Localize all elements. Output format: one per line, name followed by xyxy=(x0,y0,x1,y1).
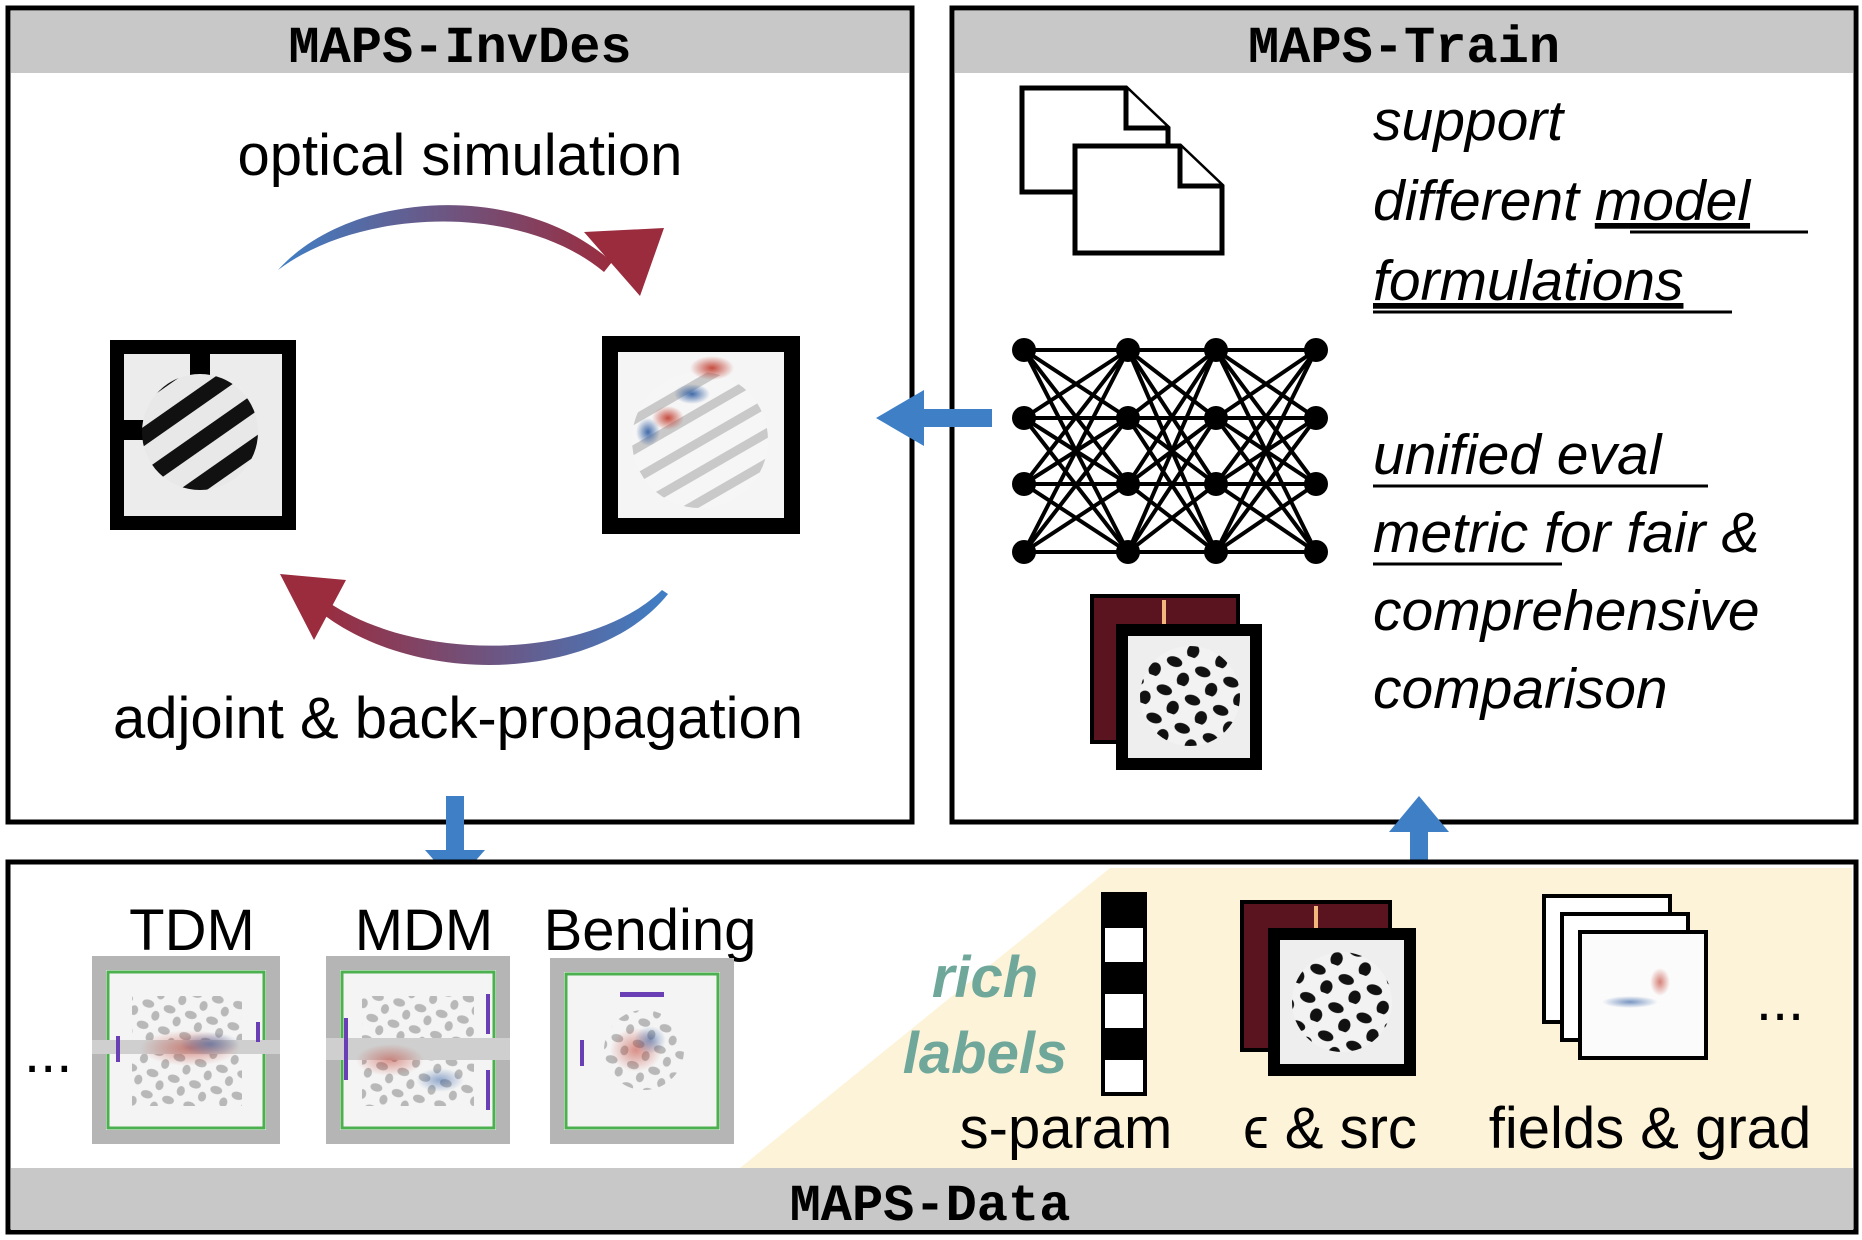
nn-edge xyxy=(1214,348,1318,486)
nn-node xyxy=(1204,338,1228,362)
invdes-title-bar xyxy=(11,11,909,73)
nn-node xyxy=(1012,338,1036,362)
train-to-invdes-arrow xyxy=(876,390,992,446)
invdes-panel: MAPS-InvDes optical simulation adjoint &… xyxy=(5,5,915,825)
label-item-eps-src: ϵ & src xyxy=(1243,1096,1417,1161)
nn-edge xyxy=(1022,348,1130,486)
nn-node xyxy=(1304,472,1328,496)
leading-ellipsis: ... xyxy=(24,1020,72,1085)
nn-node xyxy=(1116,406,1140,430)
neural-network-icon xyxy=(1012,338,1328,564)
forward-arrow-body xyxy=(278,205,612,272)
nn-node xyxy=(1204,406,1228,430)
rich-labels-line-1: rich xyxy=(932,945,1038,1010)
nn-node xyxy=(1012,540,1036,564)
nn-node xyxy=(1116,540,1140,564)
adjoint-caption: adjoint & back-propagation xyxy=(113,686,803,751)
nn-node xyxy=(1116,472,1140,496)
support-text: support different model formulations xyxy=(1373,89,1808,314)
support-line-1: support xyxy=(1373,89,1565,153)
nn-edge xyxy=(1126,349,1218,553)
data-title: MAPS-Data xyxy=(790,1177,1071,1236)
nn-edge xyxy=(1126,416,1218,554)
backward-arrow-head xyxy=(280,574,346,640)
nn-edge xyxy=(1126,482,1218,554)
eps-src-icon xyxy=(1240,900,1416,1076)
forward-arrow-head xyxy=(584,228,664,296)
nn-node xyxy=(1012,406,1036,430)
permittivity-source-icon xyxy=(1090,594,1262,770)
metric-text: unified eval metric for fair & comprehen… xyxy=(1373,423,1760,721)
device-label-bending: Bending xyxy=(544,898,757,963)
nn-edge xyxy=(1126,348,1218,420)
nn-node xyxy=(1304,406,1328,430)
nn-edge xyxy=(1022,349,1130,553)
optical-simulation-caption: optical simulation xyxy=(238,123,683,188)
backward-arrow-body xyxy=(320,590,668,665)
nn-edge xyxy=(1022,348,1130,420)
support-line-2: different model xyxy=(1373,169,1751,233)
device-layout-icon xyxy=(110,340,296,530)
support-line-3: formulations xyxy=(1373,249,1683,313)
nn-edge xyxy=(1022,482,1130,554)
metric-line-3: comprehensive xyxy=(1373,579,1760,643)
device-label-mdm: MDM xyxy=(355,898,494,963)
label-item-fields-grad: fields & grad xyxy=(1489,1096,1811,1161)
mdm-device-thumbnail xyxy=(326,956,510,1144)
document-stack-icon xyxy=(1019,85,1225,256)
data-panel: MAPS-Data ... TDM MDM Bending xyxy=(5,859,1859,1236)
metric-line-2: metric for fair & xyxy=(1373,501,1759,565)
nn-node xyxy=(1204,472,1228,496)
nn-edge xyxy=(1214,482,1318,554)
metric-line-4: comparison xyxy=(1373,657,1668,721)
bending-device-thumbnail xyxy=(550,958,734,1144)
nn-edge xyxy=(1126,348,1218,486)
device-label-tdm: TDM xyxy=(129,898,255,963)
train-panel: MAPS-Train support different model formu… xyxy=(949,5,1859,825)
invdes-title: MAPS-InvDes xyxy=(288,19,631,78)
metric-line-1: unified eval xyxy=(1373,423,1663,487)
nn-node xyxy=(1116,338,1140,362)
trailing-ellipsis: ... xyxy=(1756,968,1804,1033)
train-title-bar xyxy=(955,11,1853,73)
nn-node xyxy=(1304,338,1328,362)
data-title-bar xyxy=(11,1168,1853,1230)
nn-edge xyxy=(1022,416,1130,554)
nn-edge xyxy=(1214,349,1318,553)
nn-edge xyxy=(1214,348,1318,420)
field-pattern-icon xyxy=(602,336,800,534)
nn-edge xyxy=(1214,416,1318,554)
tdm-device-thumbnail xyxy=(92,956,280,1144)
rich-labels-line-2: labels xyxy=(903,1021,1067,1086)
nn-node xyxy=(1012,472,1036,496)
fields-grad-icon xyxy=(1542,894,1708,1060)
label-item-s-param: s-param xyxy=(960,1096,1173,1161)
nn-node xyxy=(1304,540,1328,564)
nn-node xyxy=(1204,540,1228,564)
s-param-icon xyxy=(1101,892,1147,1096)
train-title: MAPS-Train xyxy=(1248,19,1560,78)
